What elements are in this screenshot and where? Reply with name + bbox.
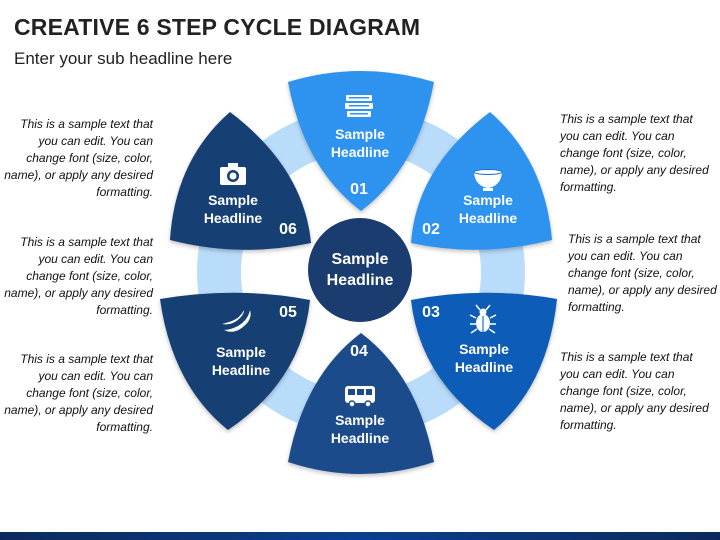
step-05-title-line2: Headline [212, 362, 271, 378]
step-06-title-line1: Sample [208, 192, 258, 208]
step-01-petal [288, 71, 434, 211]
step-05-number: 05 [279, 304, 297, 321]
step-01-title-line2: Headline [331, 144, 390, 160]
step-05-petal [160, 292, 310, 430]
bug-icon [469, 304, 497, 334]
left-text-2: This is a sample text that you can edit.… [4, 235, 153, 317]
step-02[interactable]: Sample Headline 02 [411, 112, 552, 250]
left-text-1: This is a sample text that you can edit.… [4, 117, 153, 199]
camera-icon [220, 163, 246, 185]
step-04-number: 04 [350, 343, 368, 360]
step-06-number: 06 [279, 221, 297, 238]
step-06-title-line2: Headline [204, 210, 263, 226]
step-04[interactable]: Sample Headline 04 [288, 333, 434, 474]
step-05-title-line1: Sample [216, 344, 266, 360]
step-01-title-line1: Sample [335, 126, 385, 142]
step-04-title-line2: Headline [331, 430, 390, 446]
center-title-line2: Headline [327, 272, 394, 289]
step-02-title-line2: Headline [459, 210, 518, 226]
right-text-2: This is a sample text that you can edit.… [568, 232, 717, 314]
step-03[interactable]: Sample Headline 03 [411, 292, 557, 430]
right-text-1: This is a sample text that you can edit.… [560, 112, 709, 194]
bottom-accent-bar [0, 532, 720, 540]
center-circle [308, 218, 412, 322]
step-02-number: 02 [422, 221, 440, 238]
step-03-title-line2: Headline [455, 359, 514, 375]
step-04-petal [288, 333, 434, 474]
banana-icon [222, 310, 251, 332]
bus-icon [345, 386, 375, 408]
step-03-petal [411, 292, 557, 430]
step-01[interactable]: Sample Headline 01 [288, 71, 434, 211]
right-text-3: This is a sample text that you can edit.… [560, 350, 709, 432]
books-icon [345, 95, 373, 117]
step-05[interactable]: Sample Headline 05 [160, 292, 310, 430]
step-01-number: 01 [350, 181, 368, 198]
step-03-number: 03 [422, 304, 440, 321]
center-hub: Sample Headline [308, 218, 412, 322]
step-06[interactable]: Sample Headline 06 [170, 112, 311, 250]
page-subtitle: Enter your sub headline here [14, 49, 233, 68]
step-04-title-line1: Sample [335, 412, 385, 428]
page-title: CREATIVE 6 STEP CYCLE DIAGRAM [14, 14, 421, 40]
step-03-title-line1: Sample [459, 341, 509, 357]
left-text-3: This is a sample text that you can edit.… [4, 352, 153, 434]
bowl-icon [473, 169, 503, 191]
step-02-title-line1: Sample [463, 192, 513, 208]
center-title-line1: Sample [332, 251, 389, 268]
